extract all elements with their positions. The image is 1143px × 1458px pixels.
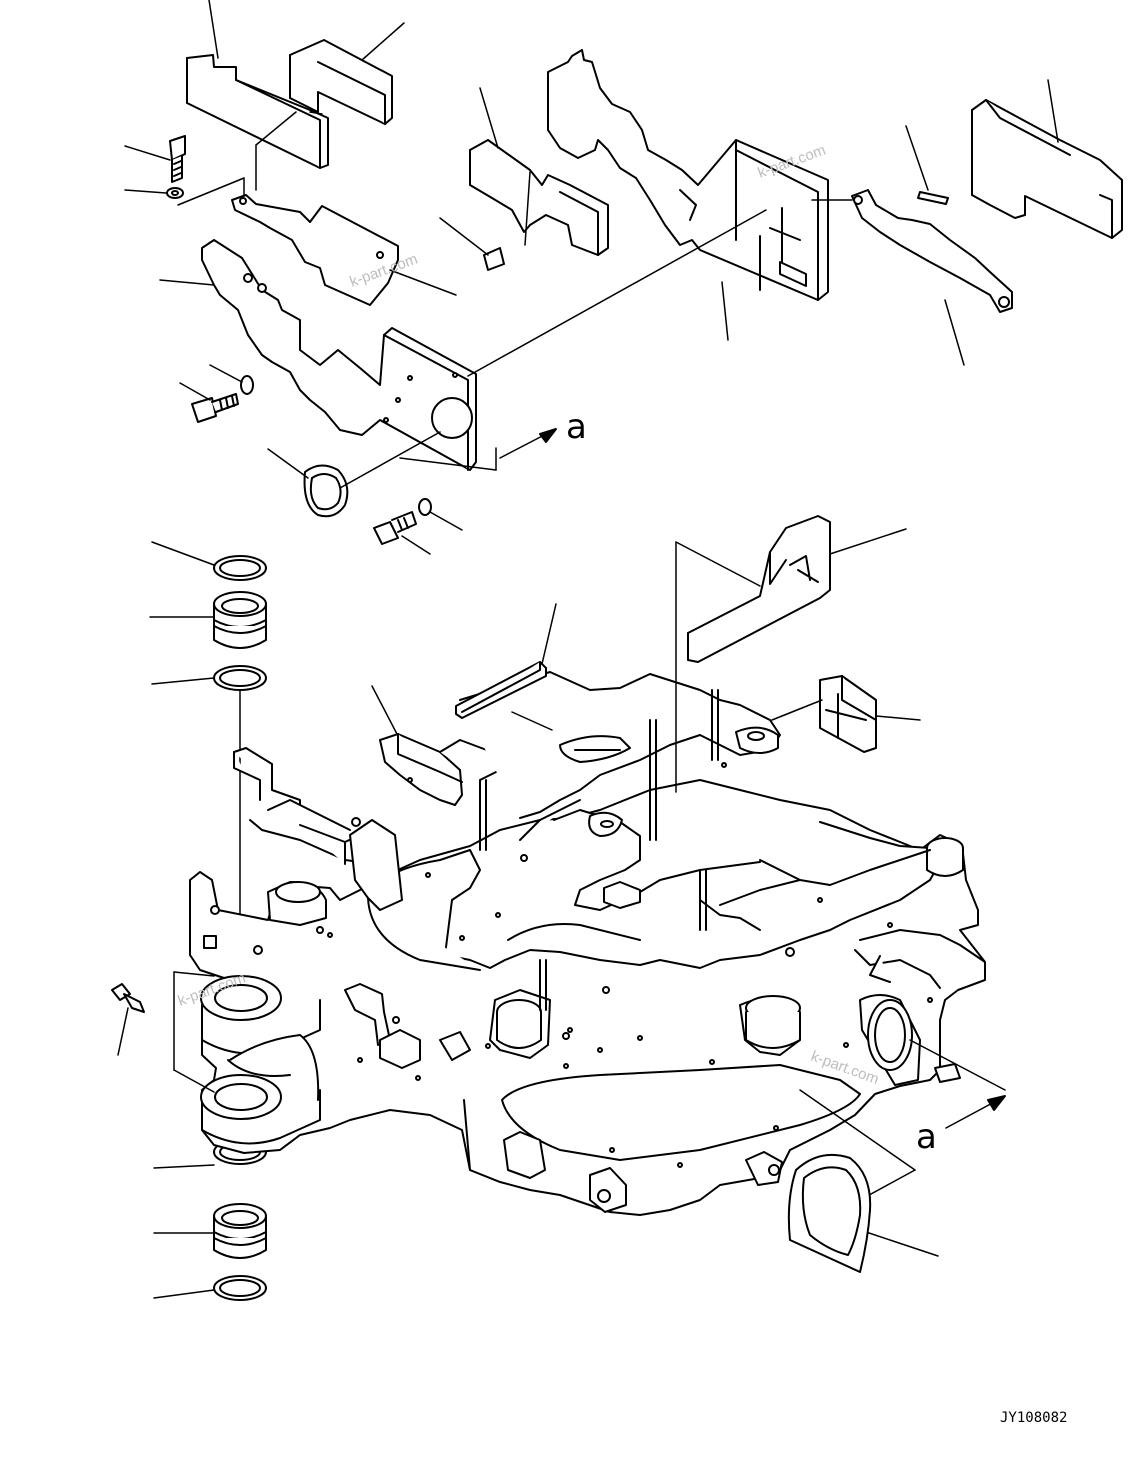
cover-foam-middle: [469, 139, 609, 256]
cover-block-tab: [289, 39, 393, 125]
seal-cover-lower-right: [787, 1154, 872, 1273]
bushing-stack-upper: [213, 555, 267, 691]
rubber-block-square: [819, 675, 877, 753]
view-arrow-bottom: a: [916, 1095, 1006, 1157]
bolt-lower-mid: [373, 511, 417, 545]
revolving-frame: [189, 671, 986, 1216]
washer-lower-mid: [418, 498, 432, 516]
washer-upper-left: [166, 187, 184, 199]
bracket-plate-right: [851, 189, 1013, 313]
shim-plate-right: [917, 191, 949, 205]
bushing-stack-lower: [213, 1139, 267, 1301]
bolt-mid-left: [191, 393, 239, 423]
leader-lines-lower: [173, 528, 1006, 1257]
cover-foam-center-large: [547, 49, 829, 301]
leader-lines-upper: [124, 0, 1059, 555]
cover-block-upper-left: [186, 54, 329, 169]
cover-block-right: [971, 99, 1123, 239]
bolt-upper-left: [169, 135, 186, 183]
grease-fitting: [111, 983, 145, 1013]
view-marker-top: a: [566, 407, 587, 447]
view-marker-bottom: a: [916, 1117, 937, 1157]
grommet-ring: [303, 464, 349, 518]
bracket-plate-upper: [231, 194, 399, 306]
drawing-id: JY108082: [1000, 1410, 1067, 1426]
cover-plate-main-left: [201, 239, 477, 471]
leader-lines-left: [117, 541, 215, 1299]
washer-mid-left: [240, 375, 254, 395]
small-plate-middle: [483, 247, 505, 271]
rubber-block-long: [687, 515, 831, 663]
view-arrow-top: a: [499, 407, 587, 459]
rubber-strip-center: [455, 661, 547, 719]
